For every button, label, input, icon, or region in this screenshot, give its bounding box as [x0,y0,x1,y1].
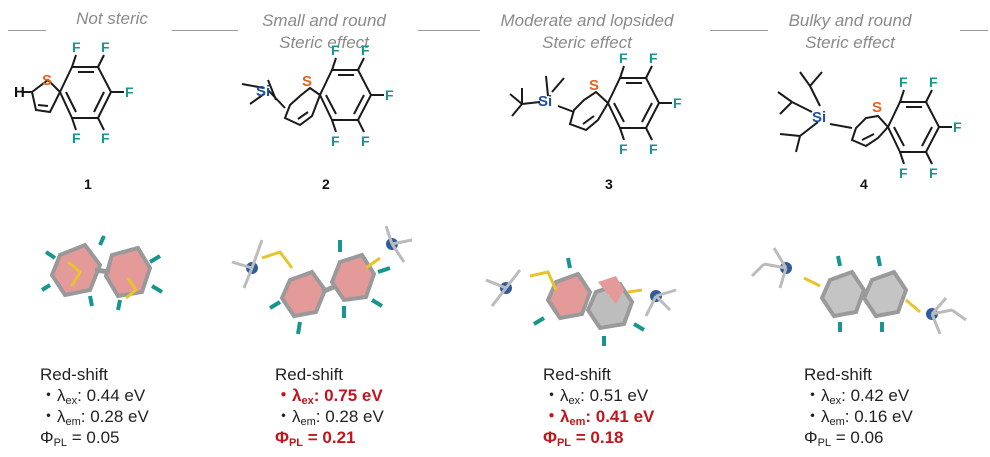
properties-1: Red-shift ・λex: 0.44 eV ・λem: 0.28 eV ΦP… [40,364,149,449]
caption-line1: Small and round [262,11,386,30]
atom-f: F [361,133,370,149]
atom-f: F [331,133,340,149]
props-ex: ・λex: 0.51 eV [543,386,649,407]
props-title: Red-shift [543,365,612,384]
compound-number-2: 2 [322,176,330,192]
props-em: ・λem: 0.16 eV [804,407,913,428]
divider-rule [418,30,480,31]
structure-1-thiophene [30,78,61,114]
atom-f: F [101,130,110,146]
properties-3: Red-shift ・λex: 0.51 eV ・λem: 0.41 eV ΦP… [543,364,655,449]
props-title: Red-shift [804,365,873,384]
atom-f: F [899,165,908,181]
bond [97,54,105,68]
model-3d-1 [40,235,164,311]
atom-s: S [302,73,312,90]
atom-s: S [589,77,599,94]
bond [97,117,105,131]
props-em: ・λem: 0.41 eV [543,407,655,428]
props-pl: ΦPL = 0.06 [804,428,884,449]
model-3d-2 [231,225,413,335]
caption-line1: Not steric [76,9,148,28]
atom-f: F [673,95,682,111]
category-caption-2: Small and round Steric effect [214,10,434,54]
atom-f: F [619,50,628,66]
category-caption-4: Bulky and round Steric effect [740,10,960,54]
category-caption-3: Moderate and lopsided Steric effect [477,10,697,54]
structure-1 [58,66,113,119]
caption-line1: Moderate and lopsided [500,11,674,30]
properties-4: Red-shift ・λex: 0.42 eV ・λem: 0.16 eV ΦP… [804,364,913,449]
atom-si: Si [256,83,270,100]
props-ex: ・λex: 0.42 eV [804,386,910,407]
atom-f: F [101,39,110,55]
atom-f: F [929,74,938,90]
atom-s: S [42,72,52,89]
bond [71,117,77,131]
structure-3 [509,65,672,141]
atom-s: S [872,99,882,116]
caption-line2: Steric effect [279,33,369,52]
atom-si: Si [812,109,826,126]
props-pl: ΦPL = 0.18 [543,428,624,449]
caption-line1: Bulky and round [788,11,912,30]
props-pl: ΦPL = 0.05 [40,428,120,449]
structure-2 [241,57,384,133]
caption-line2: Steric effect [542,33,632,52]
props-ex: ・λex: 0.75 eV [275,386,383,407]
atom-f: F [72,39,81,55]
atom-f: F [649,50,658,66]
structure-4 [777,71,952,165]
model-3d-3 [485,257,677,346]
properties-2: Red-shift ・λex: 0.75 eV ・λem: 0.28 eV ΦP… [275,364,384,449]
props-ex: ・λex: 0.44 eV [40,386,146,407]
atom-f: F [619,141,628,157]
compound-number-3: 3 [605,176,613,192]
props-pl: ΦPL = 0.21 [275,428,356,449]
atom-f: F [953,119,962,135]
model-3d-4 [750,247,967,335]
atom-si: Si [538,93,552,110]
divider-rule [8,30,46,31]
atom-f: F [899,74,908,90]
props-em: ・λem: 0.28 eV [275,407,384,428]
divider-rule [960,30,988,31]
atom-f: F [331,42,340,58]
caption-line2: Steric effect [805,33,895,52]
atom-f: F [72,130,81,146]
atom-f: F [361,42,370,58]
compound-number-4: 4 [860,176,868,192]
props-title: Red-shift [40,365,109,384]
divider-rule [172,30,238,31]
atom-h: H [14,84,25,101]
atom-f: F [649,141,658,157]
atom-f: F [929,165,938,181]
props-title: Red-shift [275,365,344,384]
divider-rule [710,30,768,31]
atom-f: F [125,84,134,100]
bond [71,54,77,68]
category-caption-1: Not steric [2,8,222,30]
props-em: ・λem: 0.28 eV [40,407,149,428]
atom-f: F [385,87,394,103]
compound-number-1: 1 [84,176,92,192]
